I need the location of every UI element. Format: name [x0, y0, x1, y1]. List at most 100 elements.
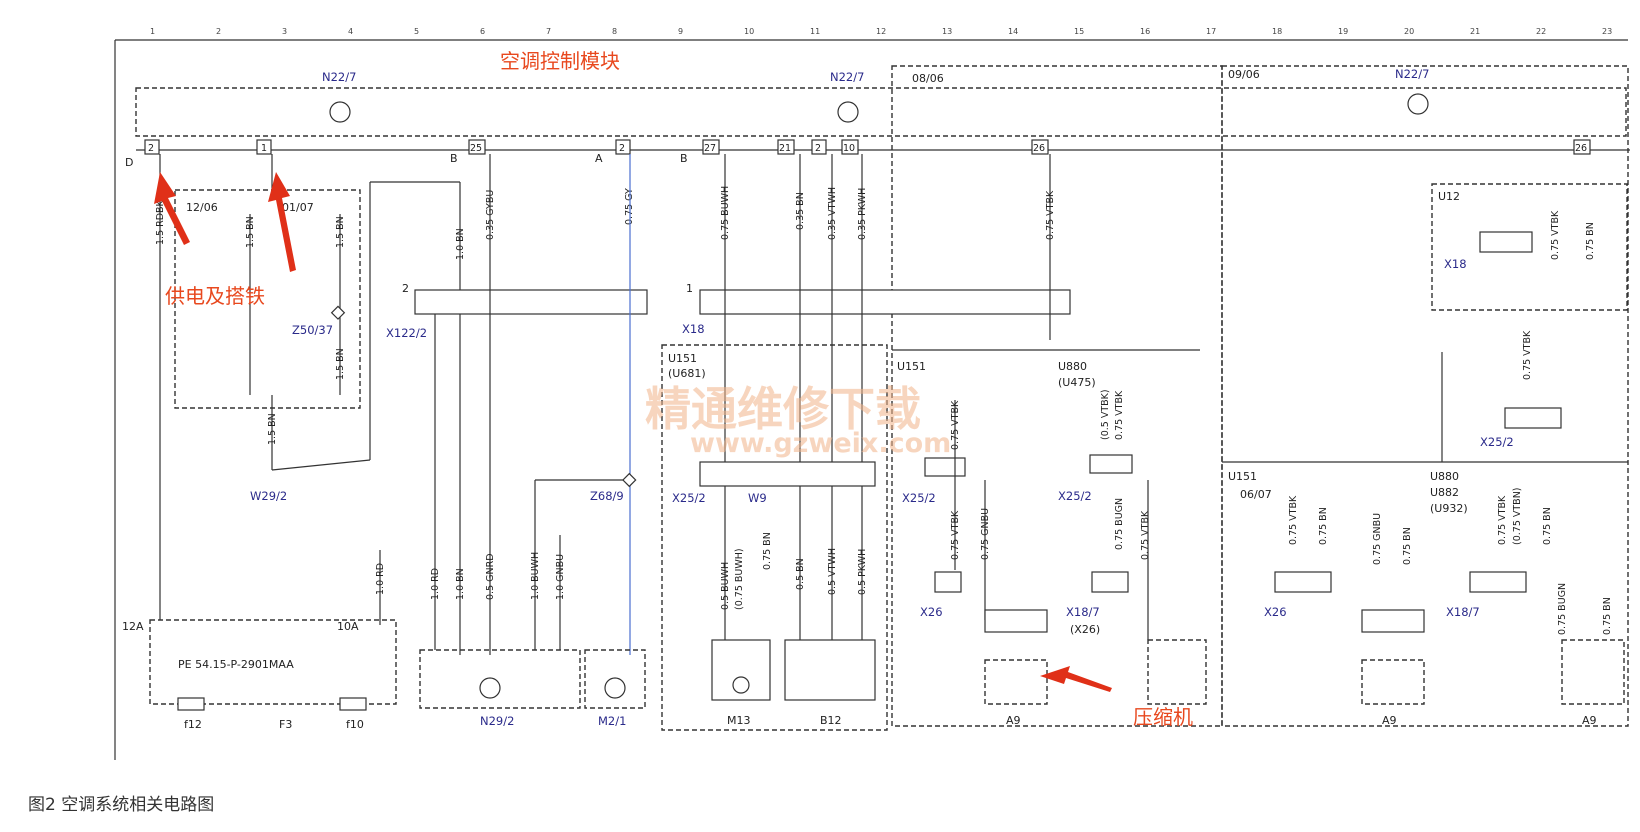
svg-text:1: 1 — [261, 143, 267, 154]
grid-number: 15 — [1074, 27, 1084, 36]
svg-text:(0.5 VTBK): (0.5 VTBK) — [1100, 389, 1111, 440]
svg-text:1.0 BN: 1.0 BN — [455, 568, 466, 600]
svg-text:0.35 PKWH: 0.35 PKWH — [857, 188, 868, 240]
grid-number: 4 — [348, 27, 353, 36]
module-label-n22-7: N22/7 — [830, 70, 864, 84]
svg-text:W9: W9 — [748, 491, 767, 505]
svg-text:A9: A9 — [1006, 714, 1021, 727]
grid-number: 19 — [1338, 27, 1348, 36]
annotation-compressor: 压缩机 — [1133, 705, 1193, 729]
svg-text:X18: X18 — [1444, 257, 1467, 271]
svg-text:0.75 VTBK: 0.75 VTBK — [1140, 510, 1151, 560]
motor-symbol — [837, 101, 859, 123]
svg-text:(0.75 VTBN): (0.75 VTBN) — [1512, 487, 1523, 545]
svg-text:0.75 BN: 0.75 BN — [1318, 507, 1329, 545]
svg-text:0.75 BN: 0.75 BN — [1542, 507, 1553, 545]
svg-text:10: 10 — [843, 143, 855, 154]
svg-text:f12: f12 — [184, 718, 202, 731]
svg-text:X25/2: X25/2 — [902, 491, 936, 505]
block-u12 — [1431, 183, 1628, 311]
splice-z50-37 — [330, 305, 346, 320]
svg-text:0.5 BUWH: 0.5 BUWH — [720, 562, 731, 610]
grid-number: 2 — [216, 27, 221, 36]
svg-text:1.0 RD: 1.0 RD — [430, 568, 441, 600]
svg-text:21: 21 — [779, 143, 791, 154]
svg-text:0.75 BUWH: 0.75 BUWH — [720, 186, 731, 240]
svg-text:A9: A9 — [1582, 714, 1597, 727]
fuse-f12 — [177, 697, 205, 711]
svg-text:26: 26 — [1033, 143, 1045, 154]
watermark-url: www.gzweix.com — [690, 428, 951, 459]
figure-caption: 图2 空调系统相关电路图 — [28, 795, 214, 815]
svg-text:X25/2: X25/2 — [1058, 489, 1092, 503]
svg-text:F3: F3 — [279, 718, 292, 731]
svg-text:U151: U151 — [897, 360, 926, 373]
svg-text:1.0 BUWH: 1.0 BUWH — [530, 552, 541, 600]
svg-text:U151: U151 — [1228, 470, 1257, 483]
component-m2-1 — [584, 649, 646, 709]
svg-text:X26: X26 — [1264, 605, 1287, 619]
connector-x122-2 — [414, 289, 648, 315]
svg-text:X18/7: X18/7 — [1446, 605, 1480, 619]
grid-number: 10 — [744, 27, 754, 36]
label-z50-37: Z50/37 — [292, 323, 333, 337]
svg-text:0.35 BN: 0.35 BN — [795, 192, 806, 230]
svg-text:0.75 BN: 0.75 BN — [1602, 597, 1613, 635]
module-title: 空调控制模块 — [500, 49, 620, 73]
label-n29-2: N29/2 — [480, 714, 514, 728]
top-pins: 2 1 25 2 27 21 2 10 26 26 — [144, 139, 1591, 155]
module-label-n22-7: N22/7 — [1395, 67, 1429, 81]
splice-z68-9 — [622, 472, 637, 488]
svg-text:0.75 VTBK: 0.75 VTBK — [950, 400, 961, 450]
grid-number: 20 — [1404, 27, 1414, 36]
component-a9 — [984, 659, 1048, 705]
grid-number: 23 — [1602, 27, 1612, 36]
svg-text:A9: A9 — [1382, 714, 1397, 727]
connector-letter: D — [125, 156, 133, 169]
grid-number: 11 — [810, 27, 820, 36]
motor-symbol — [1407, 93, 1429, 115]
date-tag: 08/06 — [912, 72, 944, 85]
svg-text:X25/2: X25/2 — [1480, 435, 1514, 449]
svg-text:06/07: 06/07 — [1240, 488, 1272, 501]
date-tag: 01/07 — [282, 201, 314, 214]
svg-text:0.75 VTBK: 0.75 VTBK — [1045, 190, 1056, 240]
grid-number: 3 — [282, 27, 287, 36]
grid-number: 14 — [1008, 27, 1018, 36]
svg-text:(U932): (U932) — [1430, 502, 1468, 515]
svg-text:(U475): (U475) — [1058, 376, 1096, 389]
svg-text:2: 2 — [619, 143, 625, 154]
svg-text:10A: 10A — [337, 620, 359, 633]
module-boundary — [135, 87, 1627, 137]
connector-letter: A — [595, 152, 603, 165]
label-z68-9: Z68/9 — [590, 489, 624, 503]
section-09-06 — [1221, 65, 1629, 727]
svg-text:2: 2 — [815, 143, 821, 154]
svg-text:0.75 VTBK: 0.75 VTBK — [1114, 390, 1125, 440]
svg-text:U880: U880 — [1058, 360, 1087, 373]
red-arrow — [1040, 666, 1112, 692]
svg-text:2: 2 — [402, 282, 409, 295]
svg-text:0.75 GNBU: 0.75 GNBU — [1372, 513, 1383, 565]
fuse-f10 — [339, 697, 367, 711]
component-b12 — [784, 639, 876, 701]
svg-text:1: 1 — [686, 282, 693, 295]
connector-x25-2 — [699, 461, 876, 487]
svg-text:12A: 12A — [122, 620, 144, 633]
svg-text:X25/2: X25/2 — [672, 491, 706, 505]
connector-letter: B — [450, 152, 458, 165]
svg-text:f10: f10 — [346, 718, 364, 731]
svg-text:0.75 BN: 0.75 BN — [1585, 222, 1596, 260]
power-branch-box — [174, 189, 361, 409]
svg-text:U12: U12 — [1438, 190, 1460, 203]
grid-number: 17 — [1206, 27, 1216, 36]
svg-text:27: 27 — [704, 143, 716, 154]
svg-text:X26: X26 — [920, 605, 943, 619]
svg-text:B12: B12 — [820, 714, 842, 727]
grid-number: 5 — [414, 27, 419, 36]
svg-text:0.75 VTBK: 0.75 VTBK — [950, 510, 961, 560]
svg-text:1.0 BN: 1.0 BN — [455, 228, 466, 260]
svg-text:0.5 BN: 0.5 BN — [795, 558, 806, 590]
svg-text:0.5 GNRD: 0.5 GNRD — [485, 553, 496, 600]
